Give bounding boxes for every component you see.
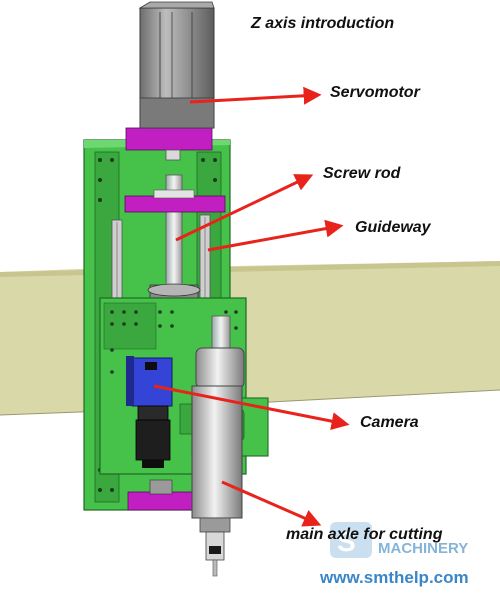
camera	[126, 356, 173, 468]
spindle	[191, 315, 245, 577]
diagram-title: Z axis introduction	[251, 15, 395, 32]
label-screw-rod: Screw rod	[323, 165, 401, 182]
smt-logo: S	[330, 522, 372, 558]
label-camera: Camera	[360, 414, 419, 431]
arrow-guideway	[207, 219, 344, 252]
label-guideway: Guideway	[355, 219, 431, 236]
label-servomotor: Servomotor	[330, 84, 420, 101]
arrow-main-axle	[221, 480, 322, 527]
couplings	[124, 127, 226, 511]
arrow-servomotor	[189, 86, 322, 105]
svg-text:S: S	[337, 526, 356, 557]
servomotor	[138, 1, 215, 129]
arrow-camera	[153, 384, 350, 431]
callout-arrows	[153, 86, 350, 527]
watermark-brand: MACHINERY	[378, 540, 469, 557]
work-table	[0, 261, 500, 416]
watermark-url: www.smthelp.com	[320, 568, 469, 587]
label-main-axle: main axle for cutting	[286, 526, 443, 543]
arrow-screw-rod	[175, 174, 314, 242]
